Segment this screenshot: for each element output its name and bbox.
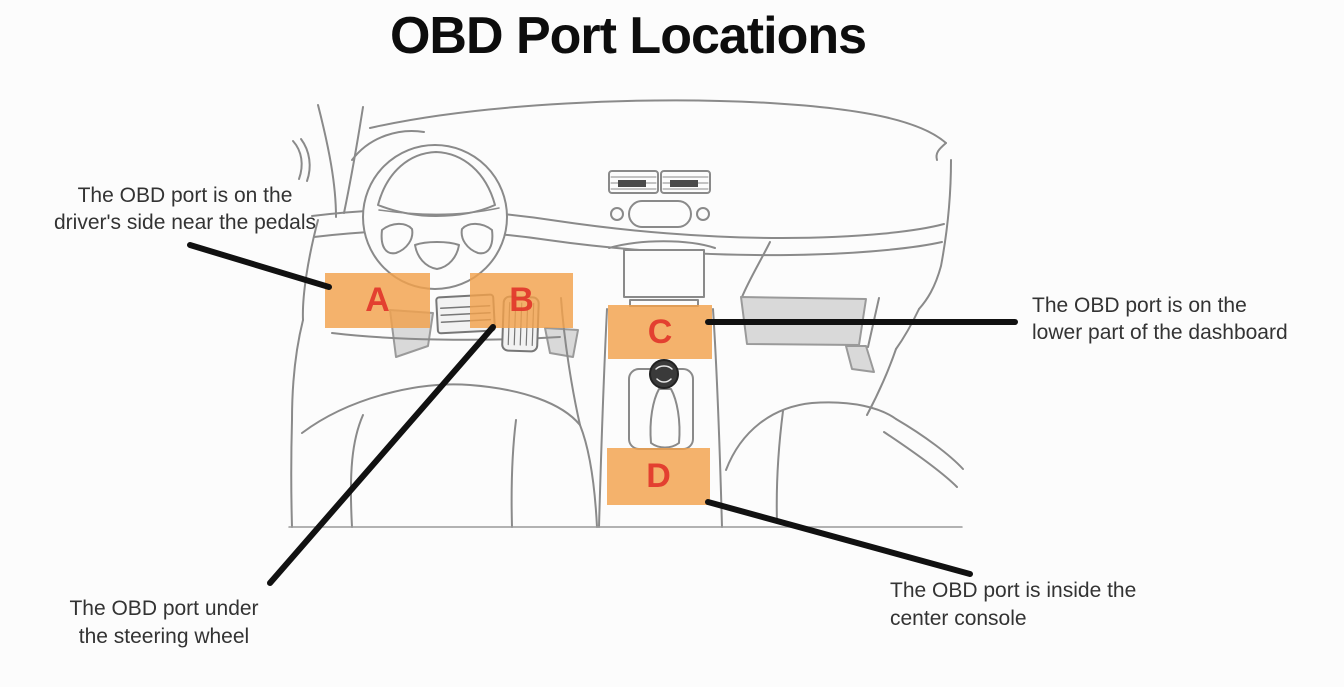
marker-a-highlight (325, 273, 430, 328)
leader-line-pedals (187, 242, 332, 290)
annotation-under-steering-wheel: The OBD port under the steering wheel (69, 597, 259, 648)
marker-b-letter: B (509, 281, 534, 319)
marker-d-highlight (607, 448, 710, 505)
marker-a-letter: A (365, 281, 390, 319)
obd-location-marker-d: D (607, 448, 710, 505)
marker-c-highlight (608, 305, 712, 359)
obd-location-marker-a: A (325, 273, 430, 328)
annotation-driver-side-pedals: The OBD port is on the driver's side nea… (54, 184, 316, 234)
marker-b-highlight (470, 273, 573, 328)
leader-line-steering (267, 324, 496, 586)
marker-c-letter: C (647, 312, 673, 351)
obd-location-marker-b: B (470, 273, 573, 328)
annotation-lower-dashboard: The OBD port is on the lower part of the… (1032, 294, 1288, 344)
marker-d-letter: D (646, 457, 671, 495)
annotation-center-console: The OBD port is inside the center consol… (890, 579, 1137, 630)
page-title: OBD Port Locations (389, 7, 867, 65)
leader-line-console (705, 499, 973, 577)
obd-location-marker-c: C (608, 305, 712, 359)
